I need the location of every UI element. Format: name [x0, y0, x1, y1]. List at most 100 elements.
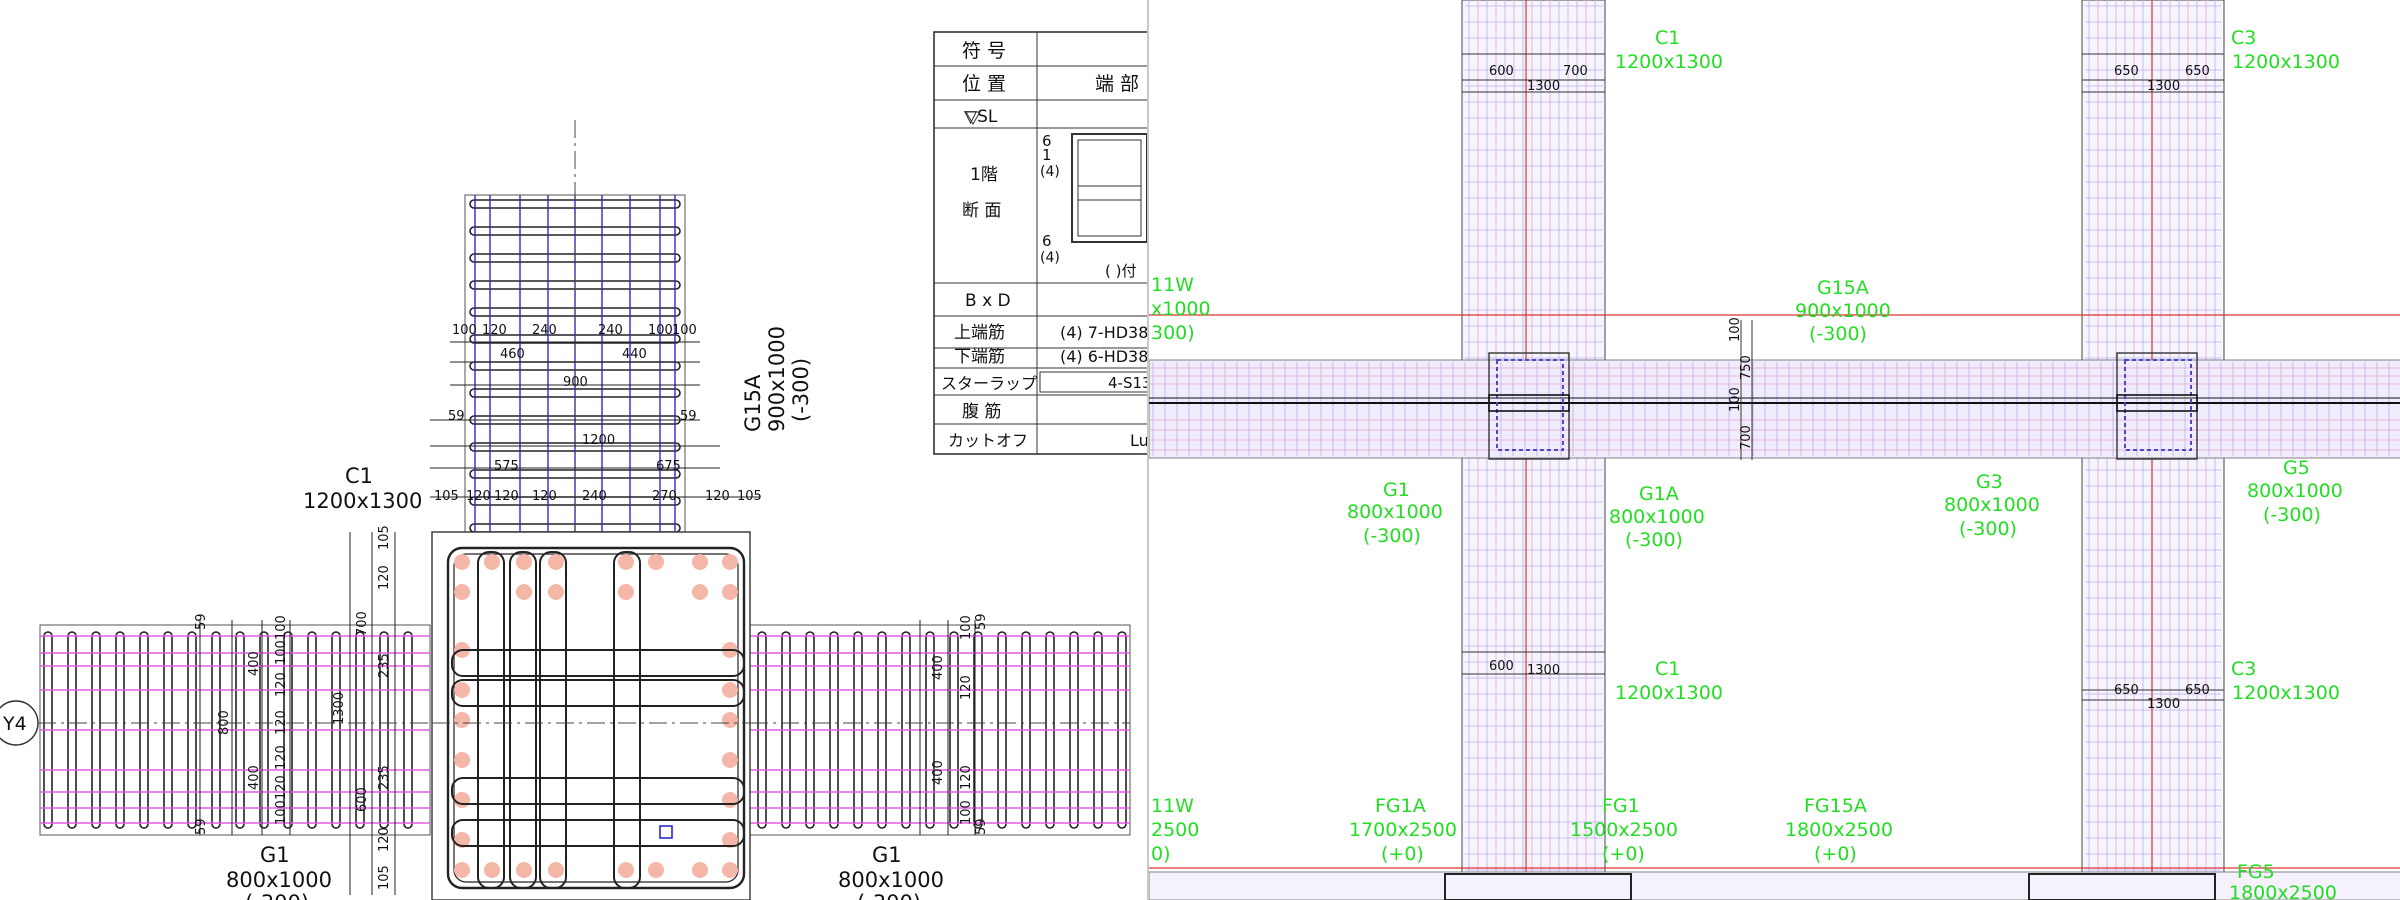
main-bar	[454, 792, 470, 808]
lbl-11w-b-level: 0)	[1151, 843, 1171, 865]
lbl-11w-size: x1000	[1151, 298, 1211, 320]
lbl-g1-level: (-300)	[1363, 525, 1421, 547]
table-h-floor: 1階	[970, 165, 998, 185]
main-bar	[548, 554, 564, 570]
upper-beam-size: 900x1000	[765, 326, 789, 432]
dim-beam-59a: 59	[194, 613, 209, 630]
col2-dim-650b: 650	[2185, 64, 2210, 79]
lbl-g15a-size: 900x1000	[1795, 300, 1891, 322]
main-bar	[722, 682, 738, 698]
lbl-g1a-size: 800x1000	[1609, 506, 1705, 528]
main-bar	[454, 862, 470, 878]
lbl-c3-top-name: C3	[2231, 27, 2256, 49]
main-bar	[722, 554, 738, 570]
lbl-fg15a-level: (+0)	[1814, 843, 1857, 865]
lbl-g3-name: G3	[1976, 471, 2003, 493]
lbl-c1-mid-name: C1	[1655, 658, 1680, 680]
left-beam	[39, 624, 431, 836]
lbl-fg1a-size: 1700x2500	[1349, 819, 1457, 841]
main-bar	[516, 554, 532, 570]
dim-top-440: 440	[622, 347, 647, 362]
col1-dim-1300: 1300	[1527, 79, 1560, 94]
dim-left-600: 600	[355, 787, 370, 812]
left-dimensions: 105 120 235 235 120 105 700 600 1300 59 …	[194, 525, 396, 895]
lbl-g5-name: G5	[2283, 457, 2310, 479]
main-bar	[648, 554, 664, 570]
column-core	[431, 531, 751, 900]
col2-mid-650b: 650	[2185, 683, 2210, 698]
main-bar	[722, 792, 738, 808]
dim-beam-120c: 120	[274, 745, 289, 770]
dim-left-700: 700	[355, 611, 370, 636]
main-bar	[548, 862, 564, 878]
column-1-mid-dims: 600 1300	[1462, 651, 1605, 678]
grid-label-y4: Y4	[2, 713, 27, 735]
column-size: 1200x1300	[303, 489, 422, 513]
dim-left-120a: 120	[377, 565, 392, 590]
main-bar	[692, 554, 708, 570]
table-h-top-bar: 上端筋	[954, 323, 1005, 343]
beam-dim-750: 750	[1739, 355, 1754, 380]
dim-rbeam-100b: 100	[959, 800, 974, 825]
right-dimensions: 59 100 120 120 100 59 400 400	[919, 613, 989, 835]
lbl-fg1-level: (+0)	[1602, 843, 1645, 865]
dim-left-105b: 105	[377, 865, 392, 890]
left-beam-level: (-300)	[245, 891, 309, 900]
main-bar	[692, 862, 708, 878]
main-bar	[618, 554, 634, 570]
section-side-paren-a: (4)	[1040, 164, 1060, 180]
dim-top-r3-3: 120	[494, 489, 519, 504]
upper-beam-level: (-300)	[789, 358, 813, 422]
main-bar	[548, 584, 564, 600]
dim-top-5: 100	[648, 323, 673, 338]
main-bar	[454, 752, 470, 768]
main-bar	[454, 682, 470, 698]
section-side-6b: 6	[1042, 232, 1052, 250]
table-h-stirrup: スターラップ	[941, 374, 1037, 393]
col1-dim-600: 600	[1489, 64, 1514, 79]
lbl-11w-b-name: 11W	[1151, 795, 1194, 817]
dim-top-900: 900	[563, 375, 588, 390]
right-plan-pane[interactable]: 600 700 1300 650 650 1300 600 1300 650 6…	[1147, 0, 2400, 900]
lbl-g3-size: 800x1000	[1944, 494, 2040, 516]
dim-top-r3-6: 270	[652, 489, 677, 504]
section-note: ( )付	[1105, 262, 1136, 280]
lbl-c3-mid-size: 1200x1300	[2232, 682, 2340, 704]
dim-top-r3-2: 120	[466, 489, 491, 504]
main-bar	[454, 554, 470, 570]
main-bar	[722, 752, 738, 768]
dim-top-1: 100	[452, 323, 477, 338]
left-drawing-pane[interactable]: 100 120 240 240 100 100 460 440 900 59 5…	[0, 0, 1147, 900]
dim-left-1300: 1300	[332, 692, 347, 725]
dim-top-r3-8: 105	[737, 489, 762, 504]
lbl-fg5-size: 1800x2500	[2229, 882, 2337, 900]
lbl-g3-level: (-300)	[1959, 518, 2017, 540]
dim-rbeam-120b: 120	[959, 765, 974, 790]
beam-schedule-table[interactable]: 符 号 位 置 端 部 ▽SL 1階 断 面 B x D 上端筋 (4) 7-H…	[933, 31, 1147, 455]
dim-beam-59b: 59	[194, 818, 209, 835]
col2-dim-650a: 650	[2114, 64, 2139, 79]
dim-top-675: 675	[656, 459, 681, 474]
main-bar	[618, 862, 634, 878]
table-v-stirrup: 4-S13	[1108, 374, 1147, 392]
table-v-position: 端 部	[1095, 73, 1139, 95]
dim-rbeam-120a: 120	[959, 675, 974, 700]
dim-beam-120b: 120	[274, 710, 289, 735]
col2-dim-1300: 1300	[2147, 79, 2180, 94]
table-h-section: 断 面	[962, 201, 1001, 221]
left-beam-size: 800x1000	[226, 868, 332, 892]
dim-top-575: 575	[494, 459, 519, 474]
dim-rbeam-100a: 100	[959, 615, 974, 640]
lbl-g1a-name: G1A	[1639, 483, 1679, 505]
column-main-bars	[454, 554, 738, 878]
beam-band	[1149, 314, 2400, 869]
grid-bubble-y4[interactable]: Y4	[0, 700, 39, 746]
dim-beam-400b: 400	[247, 765, 262, 790]
main-bar	[722, 712, 738, 728]
main-bar	[516, 862, 532, 878]
lbl-fg15a-size: 1800x2500	[1785, 819, 1893, 841]
upper-beam-name: G15A	[741, 374, 765, 432]
lbl-fg1a-level: (+0)	[1381, 843, 1424, 865]
dim-beam-400a: 400	[247, 651, 262, 676]
table-h-position: 位 置	[962, 73, 1006, 95]
